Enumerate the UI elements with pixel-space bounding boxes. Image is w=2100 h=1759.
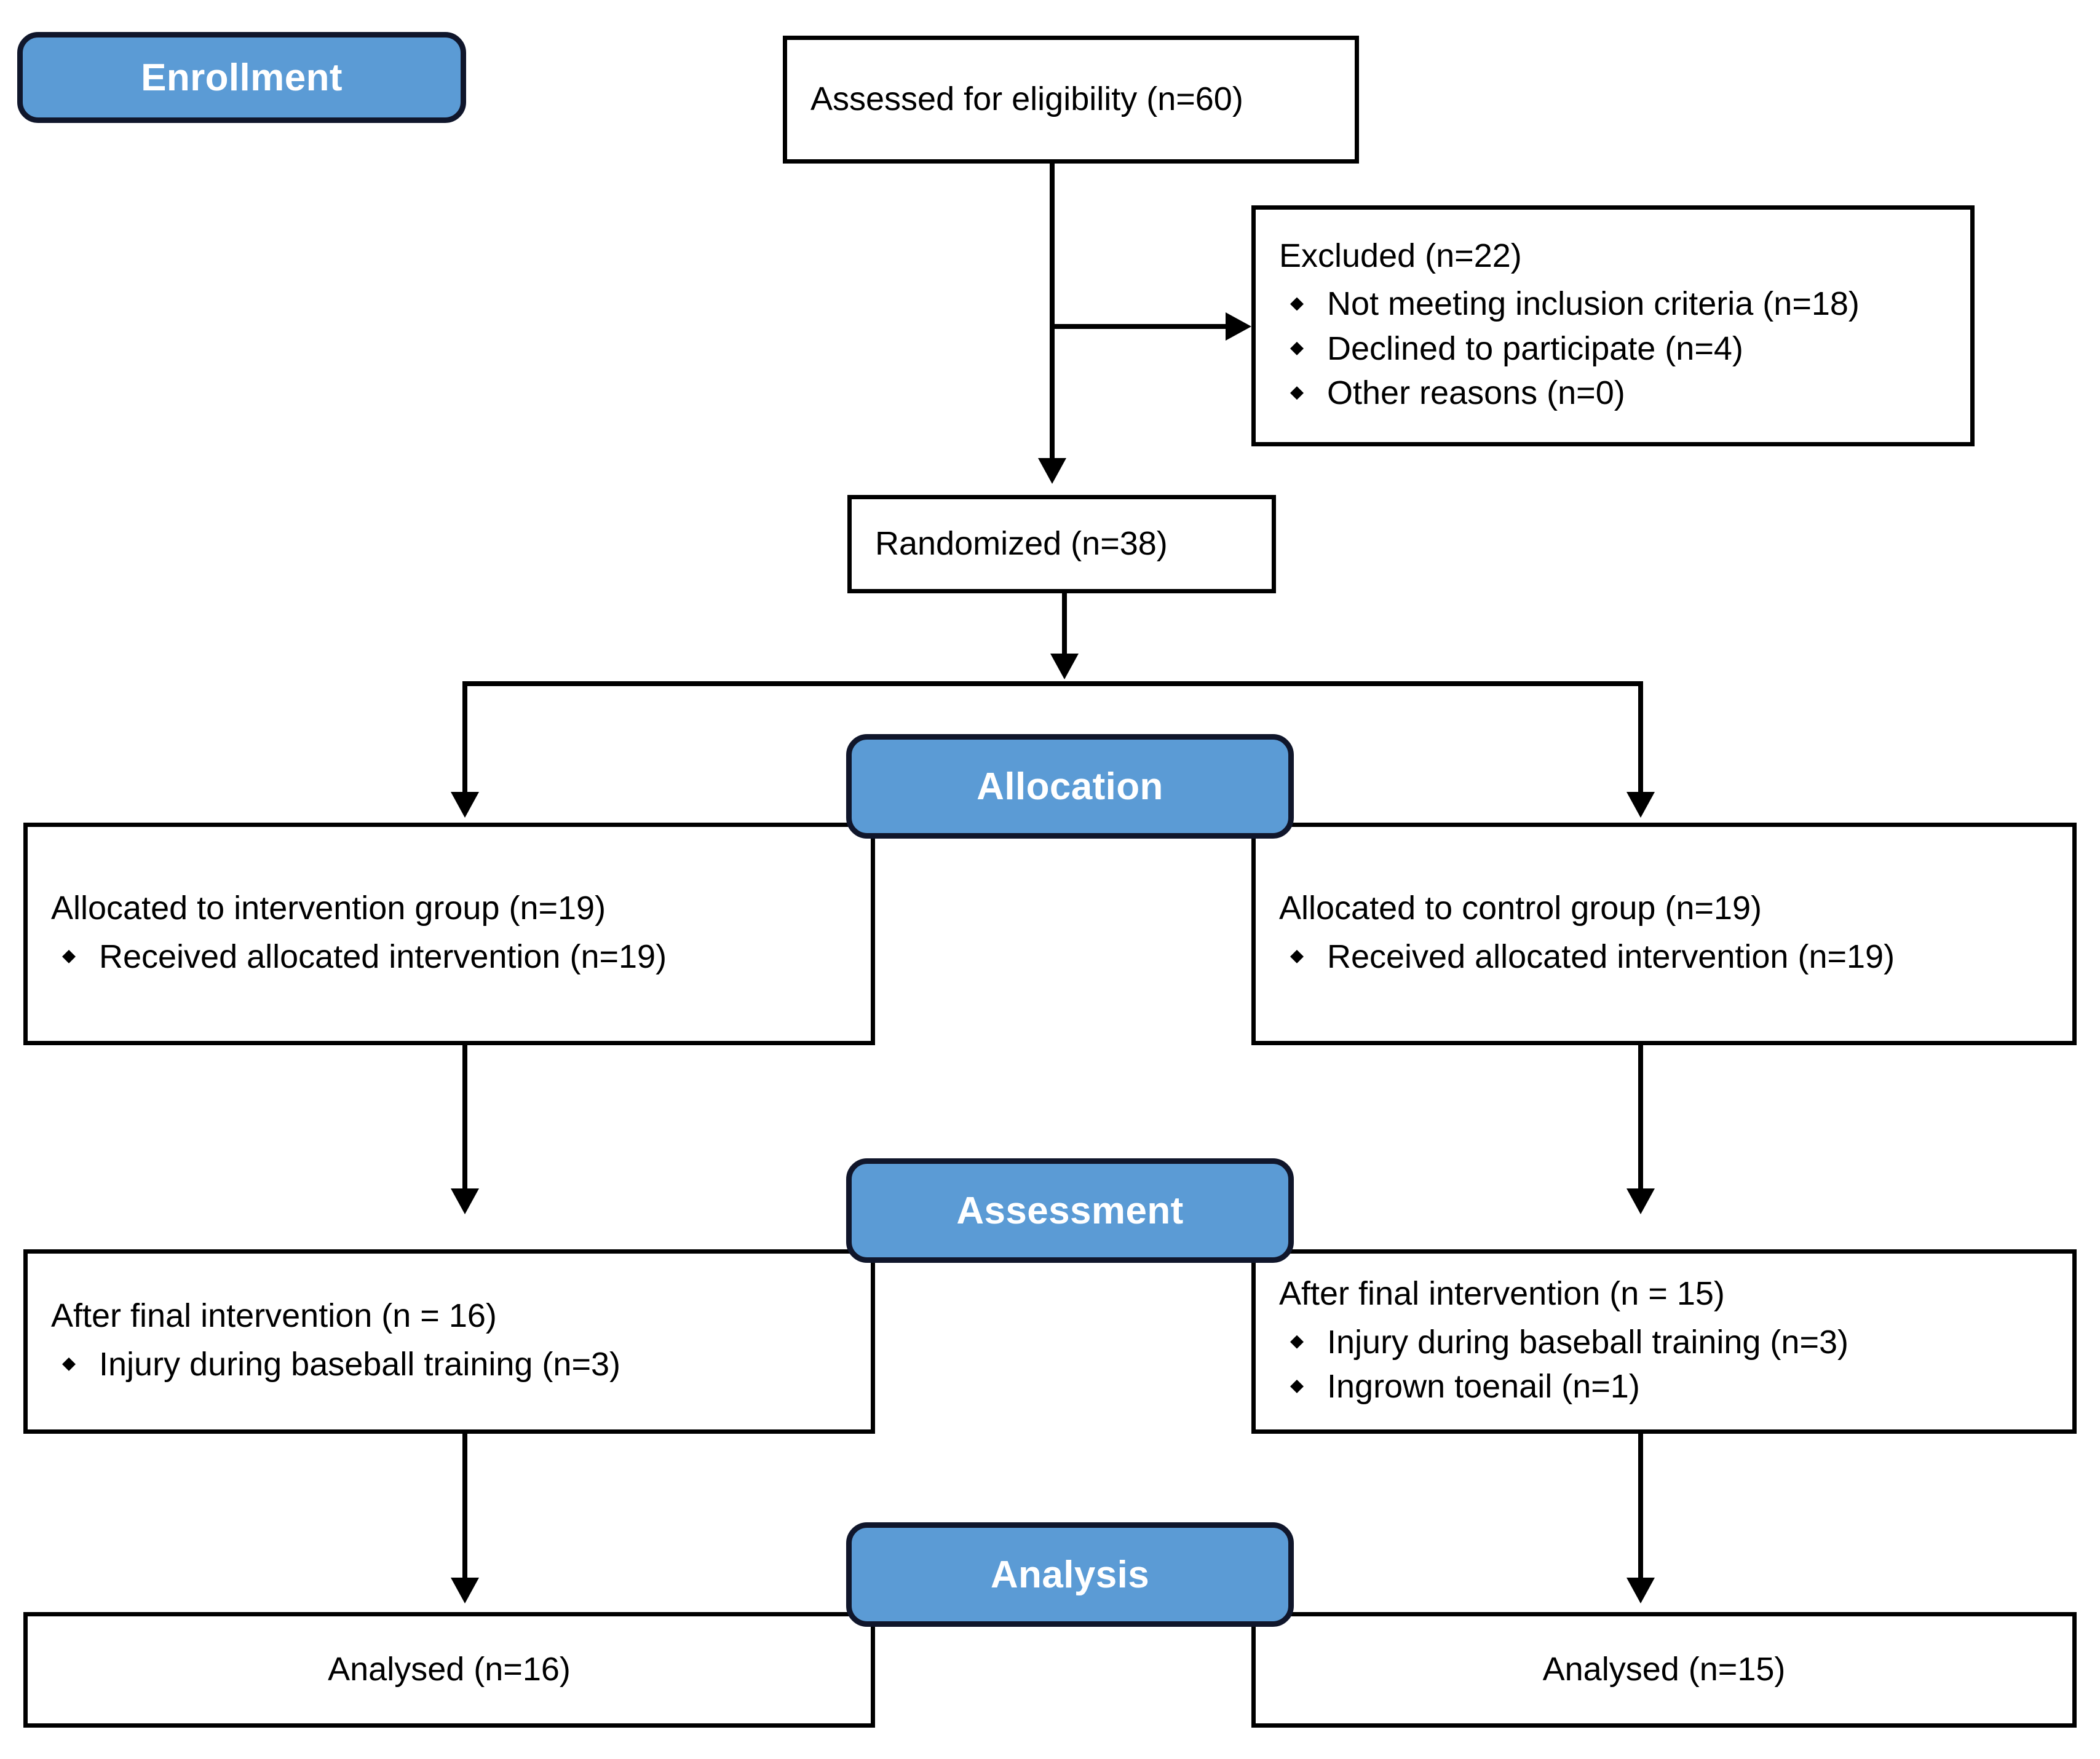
list-item: Other reasons (n=0) — [1279, 371, 1955, 415]
connector-split-to-alloc-right — [1638, 681, 1643, 795]
node-analysed-intervention: Analysed (n=16) — [23, 1612, 875, 1728]
stage-badge-allocation: Allocation — [846, 734, 1294, 839]
node-excluded: Excluded (n=22) Not meeting inclusion cr… — [1251, 205, 1975, 446]
diamond-bullet-icon — [1290, 949, 1304, 963]
diamond-bullet-icon — [1290, 386, 1304, 400]
arrowhead-assess-right-to-analysis-right — [1627, 1578, 1655, 1603]
connector-eligibility-to-randomized — [1050, 164, 1055, 462]
arrowhead-randomized-to-split — [1050, 654, 1079, 679]
node-excluded-bullet-label: Other reasons (n=0) — [1327, 374, 1625, 412]
arrowhead-assess-left-to-analysis-left — [451, 1578, 479, 1603]
connector-eligibility-to-excluded — [1050, 324, 1228, 329]
node-analysed-intervention-heading: Analysed (n=16) — [328, 1651, 571, 1688]
list-item: Received allocated intervention (n=19) — [1279, 935, 2058, 979]
list-item: Ingrown toenail (n=1) — [1279, 1364, 2058, 1409]
connector-split-to-alloc-left — [462, 681, 467, 795]
list-item: Declined to participate (n=4) — [1279, 326, 1955, 371]
stage-badge-assessment: Assessment — [846, 1158, 1294, 1263]
list-item: Injury during baseball training (n=3) — [1279, 1320, 2058, 1364]
arrowhead-eligibility-to-randomized — [1038, 458, 1066, 484]
node-assessment-control-bullet-label: Ingrown toenail (n=1) — [1327, 1367, 1640, 1405]
node-assessment-control: After final intervention (n = 15) Injury… — [1251, 1249, 2077, 1434]
list-item: Received allocated intervention (n=19) — [51, 935, 856, 979]
node-assessment-control-bullet-label: Injury during baseball training (n=3) — [1327, 1323, 1848, 1361]
stage-badge-analysis: Analysis — [846, 1522, 1294, 1627]
node-allocated-control-heading: Allocated to control group (n=19) — [1279, 889, 1762, 927]
node-assessed-for-eligibility-heading: Assessed for eligibility (n=60) — [810, 81, 1243, 118]
diamond-bullet-icon — [62, 1357, 76, 1371]
arrowhead-split-to-alloc-left — [451, 792, 479, 818]
node-assessment-intervention-heading: After final intervention (n = 16) — [51, 1297, 497, 1334]
node-excluded-heading: Excluded (n=22) — [1279, 237, 1522, 274]
node-excluded-bullet-list: Not meeting inclusion criteria (n=18) De… — [1279, 282, 1955, 415]
node-allocated-control-bullet-list: Received allocated intervention (n=19) — [1279, 935, 2058, 979]
node-randomized-heading: Randomized (n=38) — [875, 525, 1168, 563]
node-allocated-control: Allocated to control group (n=19) Receiv… — [1251, 823, 2077, 1045]
allocation-split-bar — [462, 681, 1643, 686]
diamond-bullet-icon — [1290, 341, 1304, 355]
node-assessment-intervention: After final intervention (n = 16) Injury… — [23, 1249, 875, 1434]
node-analysed-control: Analysed (n=15) — [1251, 1612, 2077, 1728]
node-analysed-control-heading: Analysed (n=15) — [1542, 1651, 1786, 1688]
connector-assess-left-to-analysis-left — [462, 1434, 467, 1581]
connector-alloc-right-to-assess-right — [1638, 1045, 1643, 1192]
node-allocated-control-bullet-label: Received allocated intervention (n=19) — [1327, 938, 1895, 975]
connector-alloc-left-to-assess-left — [462, 1045, 467, 1192]
node-excluded-bullet-label: Declined to participate (n=4) — [1327, 330, 1743, 367]
node-excluded-bullet-label: Not meeting inclusion criteria (n=18) — [1327, 285, 1860, 323]
arrowhead-alloc-left-to-assess-left — [451, 1188, 479, 1214]
arrowhead-split-to-alloc-right — [1627, 792, 1655, 818]
diamond-bullet-icon — [1290, 1380, 1304, 1394]
node-assessment-intervention-bullet-label: Injury during baseball training (n=3) — [99, 1345, 620, 1383]
list-item: Injury during baseball training (n=3) — [51, 1342, 856, 1386]
arrowhead-alloc-right-to-assess-right — [1627, 1188, 1655, 1214]
node-allocated-intervention: Allocated to intervention group (n=19) R… — [23, 823, 875, 1045]
connector-randomized-to-split — [1062, 593, 1067, 660]
diamond-bullet-icon — [62, 949, 76, 963]
list-item: Not meeting inclusion criteria (n=18) — [1279, 282, 1955, 326]
stage-badge-enrollment: Enrollment — [17, 32, 466, 123]
node-allocated-intervention-bullet-list: Received allocated intervention (n=19) — [51, 935, 856, 979]
stage-badge-analysis-label: Analysis — [990, 1553, 1150, 1596]
node-assessment-control-heading: After final intervention (n = 15) — [1279, 1275, 1725, 1312]
arrowhead-eligibility-to-excluded — [1226, 312, 1251, 341]
connector-assess-right-to-analysis-right — [1638, 1434, 1643, 1581]
stage-badge-assessment-label: Assessment — [956, 1189, 1184, 1232]
diamond-bullet-icon — [1290, 297, 1304, 311]
diamond-bullet-icon — [1290, 1335, 1304, 1349]
stage-badge-enrollment-label: Enrollment — [141, 56, 343, 99]
node-allocated-intervention-bullet-label: Received allocated intervention (n=19) — [99, 938, 667, 975]
node-allocated-intervention-heading: Allocated to intervention group (n=19) — [51, 889, 606, 927]
stage-badge-allocation-label: Allocation — [977, 765, 1163, 808]
node-assessed-for-eligibility: Assessed for eligibility (n=60) — [783, 36, 1359, 164]
node-randomized: Randomized (n=38) — [847, 495, 1276, 593]
node-assessment-intervention-bullet-list: Injury during baseball training (n=3) — [51, 1342, 856, 1386]
node-assessment-control-bullet-list: Injury during baseball training (n=3) In… — [1279, 1320, 2058, 1409]
